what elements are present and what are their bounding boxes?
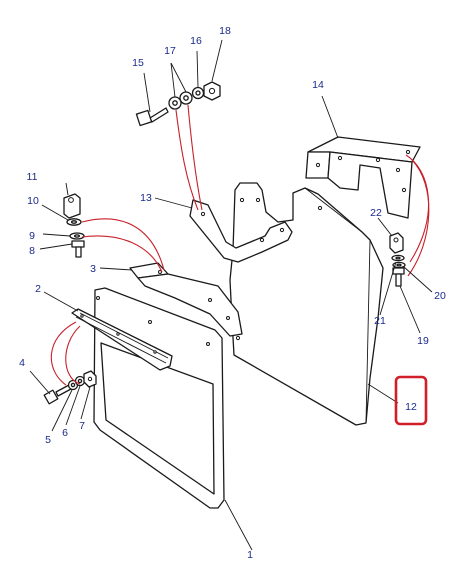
association-lines <box>50 104 430 386</box>
callout-8: 8 <box>29 245 35 257</box>
callout-7: 7 <box>79 420 85 432</box>
highlight-box-12 <box>394 375 428 426</box>
nut-18 <box>203 81 221 101</box>
washer-17b <box>179 91 193 105</box>
bolt-15 <box>135 107 169 127</box>
callout-1: 1 <box>247 549 253 561</box>
clamping-strip <box>71 308 173 371</box>
spring-washer-16 <box>191 86 205 100</box>
washer-20 <box>392 261 406 269</box>
spring-washer-6 <box>74 375 86 387</box>
upper-mounting-bracket <box>305 136 421 219</box>
callout-20: 20 <box>434 290 446 302</box>
callout-9: 9 <box>29 230 35 242</box>
nut-11 <box>63 193 81 219</box>
callout-18: 18 <box>219 25 231 37</box>
callout-19: 19 <box>417 335 429 347</box>
callout-14: 14 <box>312 79 324 91</box>
callout-2: 2 <box>35 283 41 295</box>
callout-15: 15 <box>132 57 144 69</box>
callout-21: 21 <box>374 315 386 327</box>
mudflap-front <box>93 287 225 509</box>
bolt-19 <box>392 267 405 287</box>
washer-17a <box>168 96 182 110</box>
callout-3: 3 <box>90 263 96 275</box>
washer-21 <box>391 254 405 262</box>
upper-bracket-plate <box>189 199 293 263</box>
callout-5: 5 <box>45 434 51 446</box>
washer-9 <box>69 232 85 240</box>
nut-7 <box>83 370 97 388</box>
washer-10 <box>66 218 82 226</box>
middle-bracket <box>129 262 243 337</box>
nut-22 <box>389 232 404 254</box>
leader-lines <box>29 39 433 551</box>
callout-11: 11 <box>27 171 38 183</box>
callout-6: 6 <box>62 427 68 439</box>
callout-10: 10 <box>27 195 39 207</box>
callout-22: 22 <box>370 207 382 219</box>
callout-13: 13 <box>140 192 152 204</box>
callout-16: 16 <box>190 35 202 47</box>
mudflap-rear <box>229 182 384 426</box>
bolt-4 <box>43 384 72 405</box>
callout-12: 12 <box>405 401 417 413</box>
callout-17: 17 <box>164 45 176 57</box>
bolt-8 <box>71 240 85 258</box>
callout-4: 4 <box>19 357 25 369</box>
callouts: 1 2 3 4 5 6 7 8 9 10 11 12 13 14 15 16 1… <box>19 25 446 561</box>
